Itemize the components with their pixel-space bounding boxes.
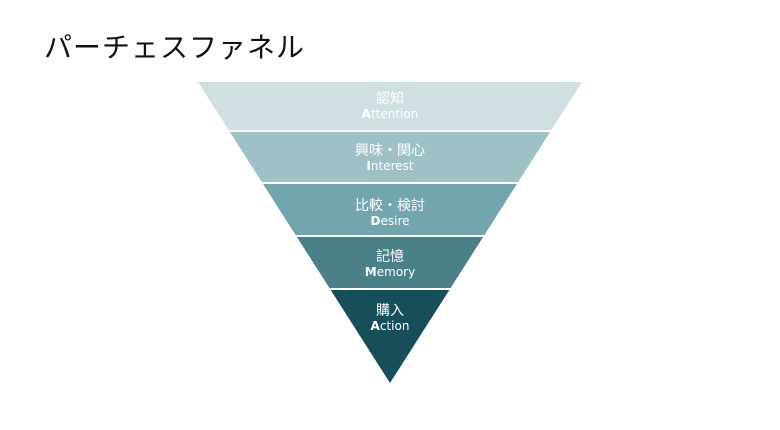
stage-1-initial: A (362, 107, 372, 121)
stage-2-english: Interest (366, 159, 413, 173)
stage-4-label: 記憶 (376, 248, 404, 265)
funnel-layer-2 (229, 132, 551, 182)
stage-1-english: Attention (362, 107, 419, 121)
funnel-layer-3 (263, 184, 517, 235)
stage-4-rest: emory (377, 265, 415, 279)
stage-3-initial: D (371, 214, 381, 228)
funnel-layer-4 (296, 237, 484, 288)
stage-1-label: 認知 (376, 90, 404, 107)
stage-2-rest: nterest (371, 159, 414, 173)
funnel-layer-1 (198, 82, 582, 130)
funnel-labels: 認知 Attention 興味・関心 Interest 比較・検討 Desire… (355, 90, 425, 333)
stage-1-rest: ttention (371, 107, 418, 121)
stage-2-initial: I (366, 159, 370, 173)
stage-4-initial: M (365, 265, 377, 279)
stage-3-rest: esire (380, 214, 409, 228)
stage-3-label: 比較・検討 (355, 198, 425, 214)
stage-5-initial: A (371, 319, 381, 333)
funnel-layers (198, 82, 582, 383)
stage-2-label: 興味・関心 (355, 143, 425, 159)
stage-4-english: Memory (365, 265, 415, 279)
stage-5-label: 購入 (376, 303, 404, 319)
stage-5-english: Action (371, 319, 410, 333)
stage-3-english: Desire (371, 214, 410, 228)
stage-5-rest: ction (380, 319, 410, 333)
page-title: パーチェスファネル (44, 31, 306, 64)
funnel-layer-5 (330, 290, 450, 383)
